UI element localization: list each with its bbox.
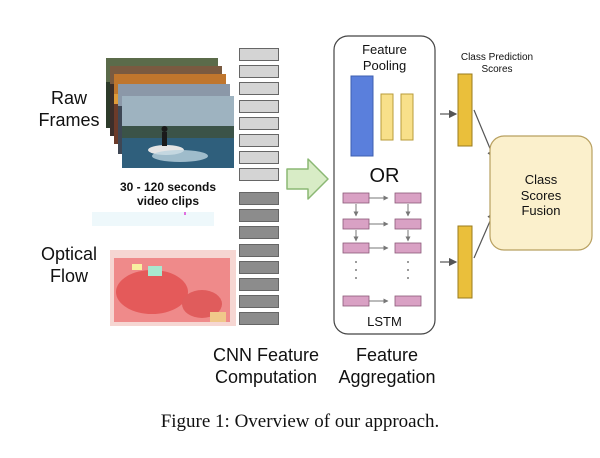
cnn-feature-block-rgb xyxy=(239,48,279,61)
raw-frame-front xyxy=(122,96,234,168)
feature-aggregation-diagram xyxy=(333,35,593,335)
or-label: OR xyxy=(369,165,400,187)
feature-pooling-label: Feature Pooling xyxy=(362,42,407,73)
cnn-feature-block-rgb xyxy=(239,65,279,79)
cnn-feature-label: CNN Feature Computation xyxy=(212,345,320,387)
cnn-feature-column xyxy=(239,48,281,330)
cnn-feature-block-rgb xyxy=(239,168,279,182)
green-arrow-icon xyxy=(286,158,329,200)
pooling-bar-yellow xyxy=(380,93,394,141)
cnn-feature-block-flow xyxy=(239,243,279,257)
cnn-feature-block-rgb xyxy=(239,82,279,96)
optical-flow-label: Optical Flow xyxy=(40,244,98,286)
lstm-label: LSTM xyxy=(367,314,402,329)
class-score-bar-top xyxy=(457,73,473,147)
clip-duration-caption: 30 - 120 seconds video clips xyxy=(119,180,217,209)
cnn-feature-block-flow xyxy=(239,260,279,274)
optical-flow-image xyxy=(92,212,236,326)
lstm-cell xyxy=(342,192,422,307)
cnn-feature-block-flow xyxy=(239,278,279,291)
fusion-box xyxy=(489,135,593,251)
lstm-grid xyxy=(353,195,411,304)
fusion-label: Class Scores Fusion xyxy=(520,172,562,219)
cnn-feature-block-flow xyxy=(239,295,279,309)
cnn-feature-block-rgb xyxy=(239,134,279,147)
flow-frame xyxy=(110,250,236,326)
cnn-feature-block-rgb xyxy=(239,99,279,113)
cnn-feature-block-rgb xyxy=(239,116,279,130)
figure-caption: Figure 1: Overview of our approach. xyxy=(160,411,440,432)
cnn-feature-block-rgb xyxy=(239,151,279,165)
raw-frames-label: Raw Frames xyxy=(38,88,100,130)
lstm-ellipsis xyxy=(355,261,409,279)
pooling-bar-blue xyxy=(350,75,374,157)
cnn-feature-block-flow xyxy=(239,192,279,205)
cnn-feature-block-flow xyxy=(239,226,279,240)
pooling-bar-yellow xyxy=(400,93,414,141)
class-score-bar-bottom xyxy=(457,225,473,299)
cnn-feature-block-flow xyxy=(239,209,279,223)
class-prediction-label: Class Prediction Scores xyxy=(460,52,534,75)
raw-frames-stack xyxy=(106,58,234,168)
feature-aggregation-label: Feature Aggregation xyxy=(338,345,436,387)
cnn-feature-block-flow xyxy=(239,312,279,326)
